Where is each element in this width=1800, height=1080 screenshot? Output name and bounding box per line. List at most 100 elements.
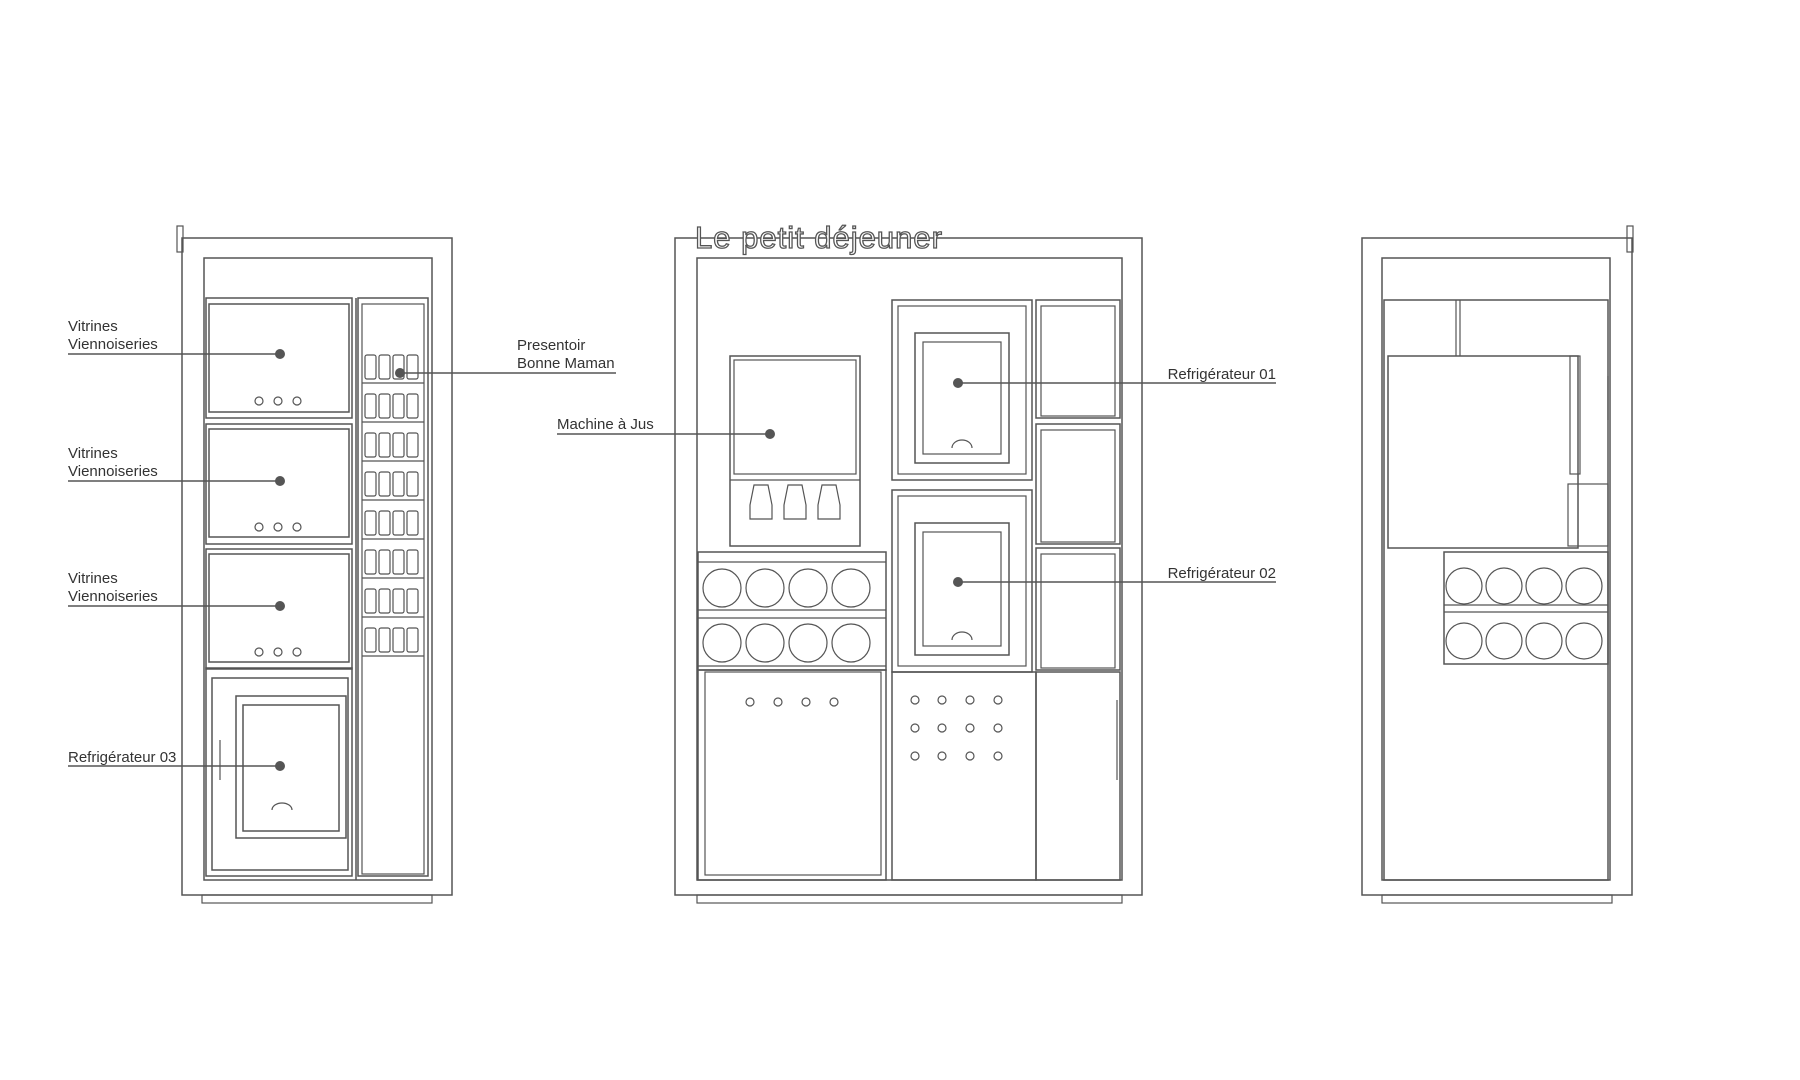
left-unit <box>176 225 453 904</box>
callout-vitrine-3: Vitrines Viennoiseries <box>68 570 285 611</box>
title: Le petit déjeuner <box>695 220 943 255</box>
refrigerateur-03-drawing <box>205 667 353 877</box>
presentoir-drawing <box>357 297 429 877</box>
knob <box>993 751 1003 761</box>
callout-machine-jus: Machine à Jus <box>557 416 775 439</box>
jar <box>378 354 391 380</box>
callout-dot <box>275 476 285 486</box>
callout-vitrine-2: Vitrines Viennoiseries <box>68 445 285 486</box>
jar <box>364 627 377 653</box>
jar <box>378 627 391 653</box>
knob <box>965 723 975 733</box>
jar <box>364 588 377 614</box>
callout-presentoir: Presentoir Bonne Maman <box>395 337 616 378</box>
jar <box>406 627 419 653</box>
callout-vitrine-1: Vitrines Viennoiseries <box>68 318 285 359</box>
callouts: Vitrines Viennoiseries Vitrines Viennois… <box>68 318 1276 771</box>
jar <box>392 549 405 575</box>
roll <box>702 568 742 608</box>
roll <box>745 568 785 608</box>
roll <box>1445 567 1483 605</box>
jar <box>378 510 391 536</box>
knob <box>910 695 920 705</box>
jar <box>392 627 405 653</box>
callout-refrigerateur-02: Refrigérateur 02 <box>953 565 1276 587</box>
vitrine-2-drawing <box>205 423 353 545</box>
roll <box>788 568 828 608</box>
label-refrigerateur-01: Refrigérateur 01 <box>1168 366 1276 383</box>
roll <box>1565 622 1603 660</box>
knob <box>937 723 947 733</box>
callout-dot <box>953 378 963 388</box>
lower-cabinet-middle <box>891 671 1037 881</box>
label-presentoir-line2: Bonne Maman <box>517 355 615 372</box>
jar <box>364 549 377 575</box>
jar <box>392 393 405 419</box>
knob <box>910 723 920 733</box>
vitrine-3-drawing <box>205 548 353 670</box>
jar <box>406 549 419 575</box>
jar <box>364 432 377 458</box>
callout-dot <box>765 429 775 439</box>
knob <box>965 751 975 761</box>
callout-refrigerateur-03: Refrigérateur 03 <box>68 749 285 771</box>
jar <box>392 588 405 614</box>
callout-refrigerateur-01: Refrigérateur 01 <box>953 366 1276 388</box>
jar <box>364 354 377 380</box>
jar <box>378 471 391 497</box>
callout-dot <box>953 577 963 587</box>
jar <box>378 549 391 575</box>
jar <box>406 432 419 458</box>
label-vitrine-1-line2: Viennoiseries <box>68 336 158 353</box>
label-vitrine-2-line1: Vitrines <box>68 445 118 462</box>
jar <box>392 354 405 380</box>
jar <box>392 471 405 497</box>
roll <box>1565 567 1603 605</box>
refrigerateur-02-drawing <box>891 489 1033 673</box>
lower-cabinet-left <box>697 669 887 881</box>
label-vitrine-3-line1: Vitrines <box>68 570 118 587</box>
roll <box>1525 622 1563 660</box>
callout-dot <box>275 761 285 771</box>
callout-dot <box>395 368 405 378</box>
label-presentoir-line1: Presentoir <box>517 337 585 354</box>
roll <box>831 623 871 663</box>
knob <box>937 751 947 761</box>
right-column-drawers <box>1035 299 1121 881</box>
refrigerateur-01-drawing <box>891 299 1033 481</box>
label-refrigerateur-03: Refrigérateur 03 <box>68 749 176 766</box>
knob <box>910 751 920 761</box>
jar <box>378 588 391 614</box>
roll <box>788 623 828 663</box>
jar <box>406 354 419 380</box>
label-vitrine-1-line1: Vitrines <box>68 318 118 335</box>
jar <box>364 471 377 497</box>
jar <box>406 471 419 497</box>
roll <box>745 623 785 663</box>
rolls-shelf-drawing <box>697 551 887 671</box>
label-refrigerateur-02: Refrigérateur 02 <box>1168 565 1276 582</box>
jar <box>364 510 377 536</box>
roll <box>1485 567 1523 605</box>
right-rolls-drawing <box>1443 551 1609 665</box>
jar <box>406 510 419 536</box>
label-vitrine-2-line2: Viennoiseries <box>68 463 158 480</box>
knob <box>993 695 1003 705</box>
callout-dot <box>275 349 285 359</box>
right-unit <box>1361 225 1634 904</box>
jar <box>364 393 377 419</box>
knob <box>993 723 1003 733</box>
jar <box>378 393 391 419</box>
knob <box>937 695 947 705</box>
label-vitrine-3-line2: Viennoiseries <box>68 588 158 605</box>
jar <box>378 432 391 458</box>
roll <box>1445 622 1483 660</box>
jar <box>406 588 419 614</box>
machine-jus-drawing <box>729 355 861 547</box>
roll <box>1485 622 1523 660</box>
callout-dot <box>275 601 285 611</box>
jar <box>392 510 405 536</box>
vitrine-1-drawing <box>205 297 353 419</box>
jar <box>406 393 419 419</box>
